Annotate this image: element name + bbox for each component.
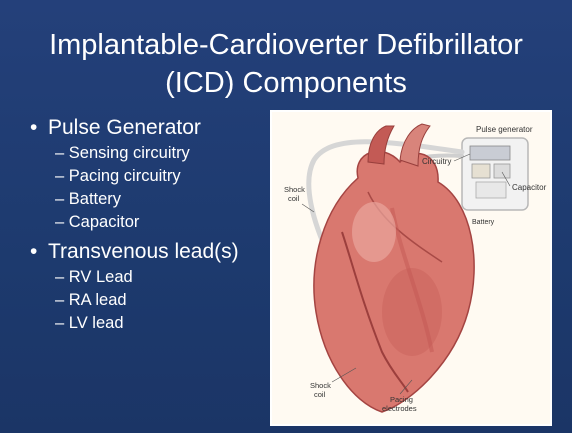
sub-bullet-capacitor: Capacitor bbox=[55, 211, 270, 234]
title-line-1: Implantable-Cardioverter Defibrillator bbox=[0, 26, 572, 64]
label-circuitry: Circuitry bbox=[422, 157, 451, 166]
sub-bullet-text: RV Lead bbox=[69, 268, 133, 286]
heart-diagram: Pulse generator Circuitry Capacitor Batt… bbox=[272, 112, 550, 424]
sub-bullet-rv-lead: RV Lead bbox=[55, 266, 270, 289]
label-pulse-generator: Pulse generator bbox=[476, 125, 533, 134]
slide-title: Implantable-Cardioverter Defibrillator (… bbox=[0, 26, 572, 102]
label-capacitor: Capacitor bbox=[512, 183, 547, 192]
sub-bullet-text: Capacitor bbox=[69, 213, 140, 231]
sub-bullet-text: Pacing circuitry bbox=[69, 167, 181, 185]
sub-bullet-text: Sensing circuitry bbox=[69, 144, 190, 162]
heart bbox=[314, 124, 474, 412]
sub-bullet-lv-lead: LV lead bbox=[55, 312, 270, 335]
label-shock-coil-bottom-2: coil bbox=[314, 390, 326, 399]
label-pacing-1: Pacing bbox=[390, 395, 413, 404]
pulse-generator-device bbox=[462, 138, 528, 210]
sub-bullet-text: RA lead bbox=[69, 291, 127, 309]
label-battery: Battery bbox=[472, 219, 495, 226]
label-pacing-2: electrodes bbox=[382, 404, 417, 413]
bullet-transvenous-leads: Transvenous lead(s) bbox=[30, 238, 270, 266]
title-line-2: (ICD) Components bbox=[0, 64, 572, 102]
sub-bullet-text: Battery bbox=[69, 190, 121, 208]
bullet-list: Pulse Generator Sensing circuitry Pacing… bbox=[30, 114, 270, 335]
bullet-pulse-generator: Pulse Generator bbox=[30, 114, 270, 142]
label-shock-coil-top-1: Shock bbox=[284, 185, 305, 194]
label-shock-coil-bottom-1: Shock bbox=[310, 381, 331, 390]
sub-bullet-text: LV lead bbox=[69, 314, 124, 332]
sub-bullet-sensing: Sensing circuitry bbox=[55, 142, 270, 165]
label-shock-coil-top-2: coil bbox=[288, 194, 300, 203]
icd-heart-illustration: Pulse generator Circuitry Capacitor Batt… bbox=[270, 110, 552, 426]
sub-bullet-battery: Battery bbox=[55, 188, 270, 211]
sub-bullet-pacing: Pacing circuitry bbox=[55, 165, 270, 188]
sub-bullet-ra-lead: RA lead bbox=[55, 289, 270, 312]
